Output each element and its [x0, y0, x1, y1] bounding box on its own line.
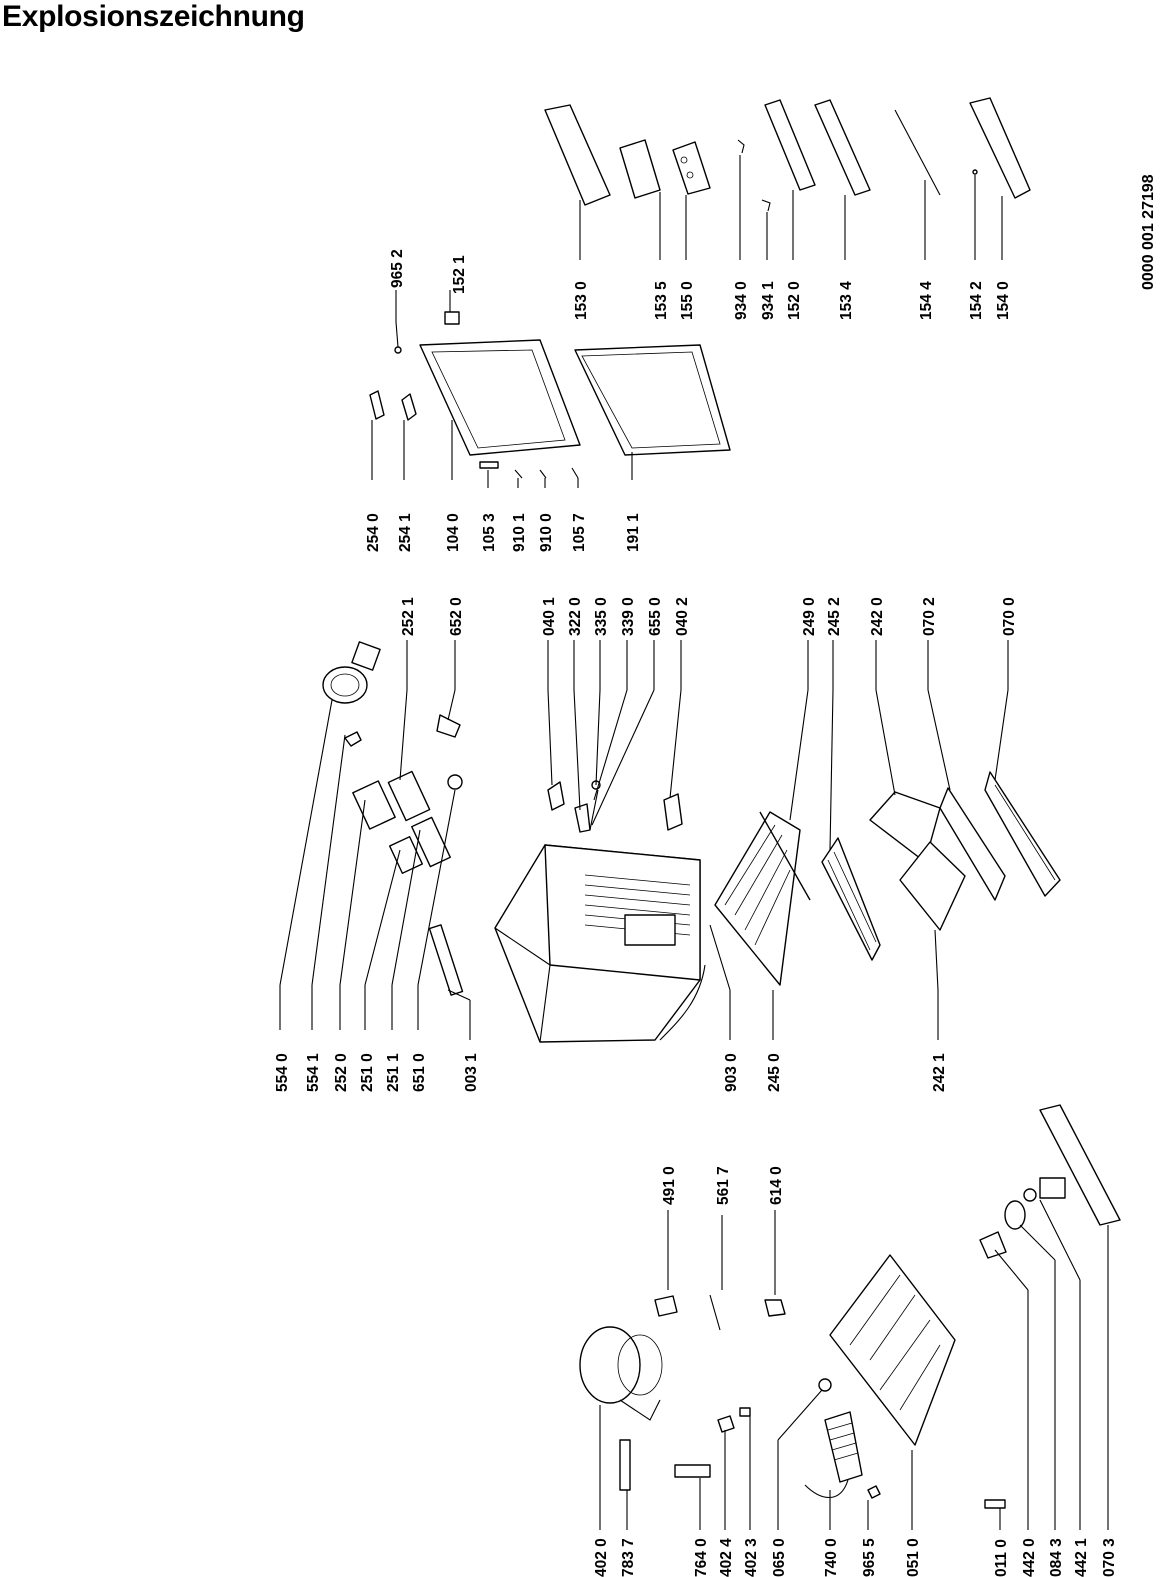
part-label: 242 0	[869, 597, 886, 636]
part-label: 051 0	[905, 1538, 922, 1577]
part-label: 910 1	[511, 513, 528, 552]
part-label: 251 0	[359, 1053, 376, 1092]
part-label: 242 1	[931, 1053, 948, 1092]
part-label: 040 1	[541, 597, 558, 636]
part-label: 251 1	[385, 1053, 402, 1092]
part-label: 153 4	[838, 281, 855, 320]
part-label: 910 0	[538, 513, 555, 552]
cabinet-part	[494, 844, 706, 1043]
part-label: 154 2	[968, 281, 985, 320]
part-label: 561 7	[715, 1166, 732, 1205]
part-label: 252 1	[400, 597, 417, 636]
part-label: 322 0	[567, 597, 584, 636]
part-label: 614 0	[768, 1166, 785, 1205]
part-label: 402 4	[718, 1538, 735, 1577]
part-label: 152 1	[451, 255, 468, 294]
part-label: 965 5	[861, 1538, 878, 1577]
part-label: 651 0	[411, 1053, 428, 1092]
part-label: 554 1	[305, 1053, 322, 1092]
part-label: 740 0	[823, 1538, 840, 1577]
part-label: 070 2	[921, 597, 938, 636]
part-label: 153 5	[653, 281, 670, 320]
part-label: 070 3	[1101, 1538, 1118, 1577]
part-label: 491 0	[661, 1166, 678, 1205]
part-label: 442 0	[1021, 1538, 1038, 1577]
part-label: 934 1	[760, 281, 777, 320]
part-label: 554 0	[274, 1053, 291, 1092]
part-label: 011 0	[993, 1539, 1010, 1577]
part-label: 903 0	[723, 1053, 740, 1092]
part-label: 934 0	[733, 281, 750, 320]
part-label: 652 0	[448, 597, 465, 636]
part-label: 003 1	[463, 1053, 480, 1092]
document-number: 0000 001 27198	[1140, 174, 1157, 290]
part-label: 442 1	[1073, 1538, 1090, 1577]
part-label: 339 0	[620, 597, 637, 636]
part-label: 249 0	[801, 597, 818, 636]
part-label: 252 0	[333, 1053, 350, 1092]
part-label: 040 2	[674, 597, 691, 636]
page-title: Explosionszeichnung	[2, 0, 305, 33]
compressor-part	[579, 1104, 1121, 1509]
part-label: 084 3	[1048, 1538, 1065, 1577]
part-label: 105 7	[571, 513, 588, 552]
part-label: 105 3	[481, 513, 498, 552]
part-label: 254 1	[397, 513, 414, 552]
part-label: 245 0	[766, 1053, 783, 1092]
part-label: 152 0	[786, 281, 803, 320]
door-shelves-part	[544, 97, 1031, 212]
part-label: 154 4	[918, 281, 935, 320]
part-labels: 554 0 554 1 252 0 251 0 251 1 651 0 003 …	[274, 249, 1118, 1577]
part-label: 154 0	[995, 281, 1012, 320]
part-label: 153 0	[573, 281, 590, 320]
part-label: 155 0	[679, 281, 696, 320]
part-label: 104 0	[445, 513, 462, 552]
part-label: 764 0	[693, 1538, 710, 1577]
part-label: 245 2	[826, 597, 843, 636]
part-label: 402 0	[593, 1538, 610, 1577]
part-label: 191 1	[625, 513, 642, 552]
shelves-and-crispers-part	[547, 771, 1061, 986]
part-label: 070 0	[1001, 597, 1018, 636]
part-label: 254 0	[365, 513, 382, 552]
part-label: 402 3	[743, 1538, 760, 1577]
part-label: 655 0	[647, 597, 664, 636]
thermostat-assembly-part	[322, 641, 464, 996]
part-label: 335 0	[593, 597, 610, 636]
leader-lines	[279, 155, 1109, 1530]
door-part	[369, 311, 731, 479]
part-label: 965 2	[389, 249, 406, 288]
part-label: 065 0	[771, 1538, 788, 1577]
part-label: 783 7	[620, 1538, 637, 1577]
